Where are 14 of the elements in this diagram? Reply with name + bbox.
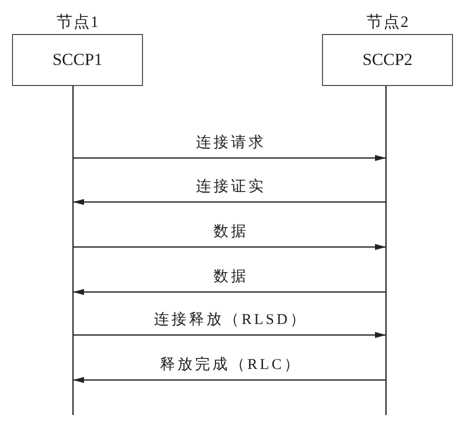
- edge-label: 连接证实: [193, 178, 266, 196]
- process-box: SCCP1: [12, 34, 143, 86]
- arrow: [73, 377, 386, 383]
- node-title: 节点2: [366, 12, 410, 33]
- arrow: [73, 332, 386, 338]
- node-title: 节点1: [56, 12, 100, 33]
- process-box: SCCP2: [322, 34, 453, 86]
- arrow: [73, 244, 386, 250]
- arrow: [73, 155, 386, 161]
- edge-label: 数据: [210, 223, 248, 241]
- arrow: [73, 199, 386, 205]
- arrow: [73, 289, 386, 295]
- edge-label: 数据: [210, 268, 248, 286]
- edge-label: 连接请求: [193, 134, 266, 152]
